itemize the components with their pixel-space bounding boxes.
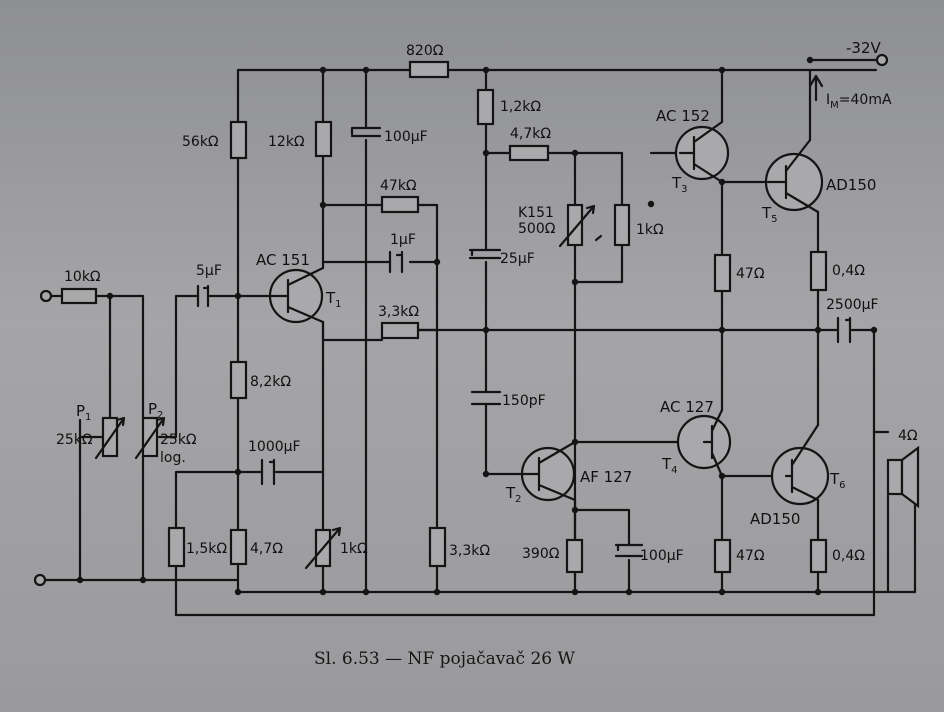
label-56k: 56kΩ [182,134,219,150]
transistor-t2 [518,440,577,502]
resistor-0r4-bot [809,538,828,574]
label-8k2: 8,2kΩ [250,374,291,390]
transistor-t3 [674,120,730,184]
wiring [38,68,917,617]
label-p1-val: 25kΩ [56,432,93,448]
figure-caption: Sl. 6.53 — NF pojačavač 26 W [314,649,576,669]
input-terminal [39,289,53,303]
label-t2: T2 [505,484,522,505]
speaker [886,445,920,509]
resistor-820 [408,60,450,79]
label-0r4-bot: 0,4Ω [832,548,865,564]
label-100u-low: 100µF [640,548,684,564]
label-2500u: 2500µF [826,297,879,313]
transistor-t5 [764,138,824,214]
ground-terminal [33,573,47,587]
label-t6-type: AD150 [750,510,800,528]
label-k151-val: 500Ω [518,221,556,237]
label-p2-taper: log. [160,450,186,466]
current-label: IM=40mA [826,92,892,111]
label-47-top: 47Ω [736,266,765,282]
label-5u: 5µF [196,263,222,279]
resistor-390 [565,538,584,574]
transistor-t4 [676,408,732,478]
label-t4-type: AC 127 [660,398,714,416]
label-4r7: 4,7Ω [250,541,283,557]
label-100u-top: 100µF [384,129,428,145]
label-t1: T1 [325,289,342,310]
label-3k3-low: 3,3kΩ [449,543,490,559]
current-arrow [808,74,824,102]
label-t2-type: AF 127 [580,468,632,486]
label-t1-type: AC 151 [256,251,310,269]
resistor-47-top [713,253,732,293]
terminals [33,53,889,587]
label-p1: P1 [76,402,91,423]
resistor-4k7 [508,144,550,162]
label-1000u: 1000µF [248,439,301,455]
transistor-t6 [770,423,830,506]
label-t3: T3 [671,174,688,195]
label-47-bot: 47Ω [736,548,765,564]
resistor-4r7 [229,528,248,566]
label-1k5: 1,5kΩ [186,541,227,557]
label-1u: 1µF [390,232,416,248]
resistor-10k [60,287,98,305]
label-10k: 10kΩ [64,269,101,285]
resistor-12k [314,120,333,158]
label-t3-type: AC 152 [656,107,710,125]
label-390: 390Ω [522,546,560,562]
label-p2-val: 25kΩ [160,432,197,448]
label-t6: T6 [829,470,846,491]
capacitors [196,126,852,558]
label-0r4-top: 0,4Ω [832,263,865,279]
resistor-1k2 [476,88,495,126]
label-trim-top: 1kΩ [636,222,664,238]
resistor-56k [229,120,248,160]
label-12k: 12kΩ [268,134,305,150]
resistor-47-bot [713,538,732,574]
label-trim-bot: 1kΩ [340,541,368,557]
resistors [60,60,828,574]
transistor-t1 [268,266,325,324]
resistor-3k3-fb [380,321,420,340]
label-150p: 150pF [502,393,546,409]
label-1k2: 1,2kΩ [500,99,541,115]
label-t4: T4 [661,455,678,476]
labels: -32V IM=40mA 820Ω 56kΩ 12kΩ 1,2kΩ 4,7kΩ … [56,39,918,564]
label-47k: 47kΩ [380,178,417,194]
variable-resistors [78,203,631,570]
junction-dots [76,56,878,596]
resistor-8k2 [229,360,248,400]
label-4k7: 4,7kΩ [510,126,551,142]
resistor-0r4-top [809,250,828,292]
label-3k3-fb: 3,3kΩ [378,304,419,320]
label-speaker: 4Ω [898,428,918,444]
label-820: 820Ω [406,43,444,59]
label-p2: P2 [148,400,163,421]
resistor-47k [380,195,420,214]
supply-label: -32V [846,39,881,57]
label-t5-type: AD150 [826,176,876,194]
resistor-1k5 [167,526,186,568]
resistor-3k3-low [428,526,447,568]
label-k151: K151 [518,205,554,221]
label-25u: 25µF [500,251,535,267]
transistors [268,120,830,506]
label-t5: T5 [761,204,778,225]
